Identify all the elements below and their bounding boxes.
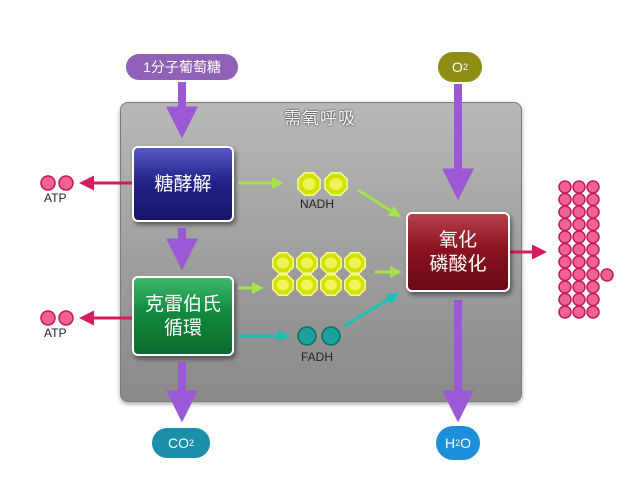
nadh-molecule-highlight [324,257,338,269]
glycolysis-label: 糖酵解 [154,173,212,195]
atp-glycolysis-label: ATP [44,191,67,205]
atp-molecule [572,267,586,282]
arrow-fadh-to-oxphos [343,292,400,328]
atp-molecule [586,305,600,319]
atp-molecule [572,217,586,232]
atp-molecule [558,230,572,244]
nadh-molecule-highlight [300,257,314,269]
fadh-label: FADH [301,350,334,364]
glucose-input-pill: 1分子葡萄糖 [126,54,238,80]
atp-molecule [558,280,572,294]
fadh-molecule [297,326,317,346]
atp-molecule [572,242,586,257]
h2o-o-symbol: O [460,435,472,451]
oxphos-label-line2: 磷酸化 [429,253,487,275]
atp-molecule [58,175,74,191]
atp-molecule [586,217,600,232]
nadh-molecule-highlight [348,279,362,291]
atp-molecule [558,255,572,269]
fadh-molecules [297,326,341,346]
atp-krebs-molecules [40,310,74,326]
atp-molecule [586,192,600,207]
nadh-molecule-highlight [276,257,290,269]
atp-molecule [586,180,600,194]
atp-molecule [572,305,586,319]
oxphos-label-line1: 氧化 [438,229,477,251]
nadh-molecule-highlight [300,279,314,291]
fadh-molecule [321,326,341,346]
atp-molecule [558,267,572,282]
o2-symbol: O [452,59,463,75]
arrow-nadh-to-oxphos [357,188,402,218]
atp-molecule [58,310,74,326]
atp-molecule [586,280,600,294]
atp-molecule [558,305,572,319]
h2o-h-symbol: H [444,435,456,451]
atp-molecule [572,180,586,194]
atp-molecule [40,310,56,326]
nadh-molecule-highlight [302,178,316,190]
nadh-krebs-molecules [272,252,366,296]
atp-molecule [558,180,572,194]
atp-molecule [572,230,586,244]
nadh-molecule-highlight [276,279,290,291]
o2-subscript: 2 [462,62,468,72]
atp-molecule [558,292,572,307]
nadh-glycolysis-molecules [297,172,348,196]
atp-molecule [572,205,586,219]
nadh-molecule-highlight [329,178,343,190]
krebs-label-line2: 循環 [163,317,202,339]
atp-molecule [586,267,600,282]
nadh-molecule-highlight [324,279,338,291]
atp-molecule [586,242,600,257]
atp-molecule [558,217,572,232]
glucose-label: 1分子葡萄糖 [143,59,221,75]
atp-molecule [600,268,614,282]
krebs-label-line1: 克雷伯氏 [144,293,221,315]
glycolysis-box: 糖酵解 [132,146,234,222]
atp-molecule [558,242,572,257]
atp-molecule [572,292,586,307]
atp-molecule [40,175,56,191]
atp-molecule [586,230,600,244]
atp-molecule [558,192,572,207]
atp-molecule [586,255,600,269]
atp-molecule [558,205,572,219]
nadh-molecule-highlight [348,257,362,269]
atp-molecule [586,205,600,219]
panel-title: 需氧呼吸 [284,109,356,128]
atp-molecule [572,255,586,269]
oxidative-phosphorylation-box: 氧化 磷酸化 [406,212,510,292]
atp-glycolysis-molecules [40,175,74,191]
atp-molecule [586,292,600,307]
krebs-cycle-box: 克雷伯氏 循環 [132,276,234,356]
atp-molecule [572,280,586,294]
nadh-label: NADH [300,197,335,211]
co2-subscript: 2 [188,438,194,448]
atp-oxphos-molecules [558,180,614,319]
h2o-subscript: 2 [455,438,461,448]
co2-symbol: CO [167,435,189,451]
atp-molecule [572,192,586,207]
atp-krebs-label: ATP [44,326,67,340]
